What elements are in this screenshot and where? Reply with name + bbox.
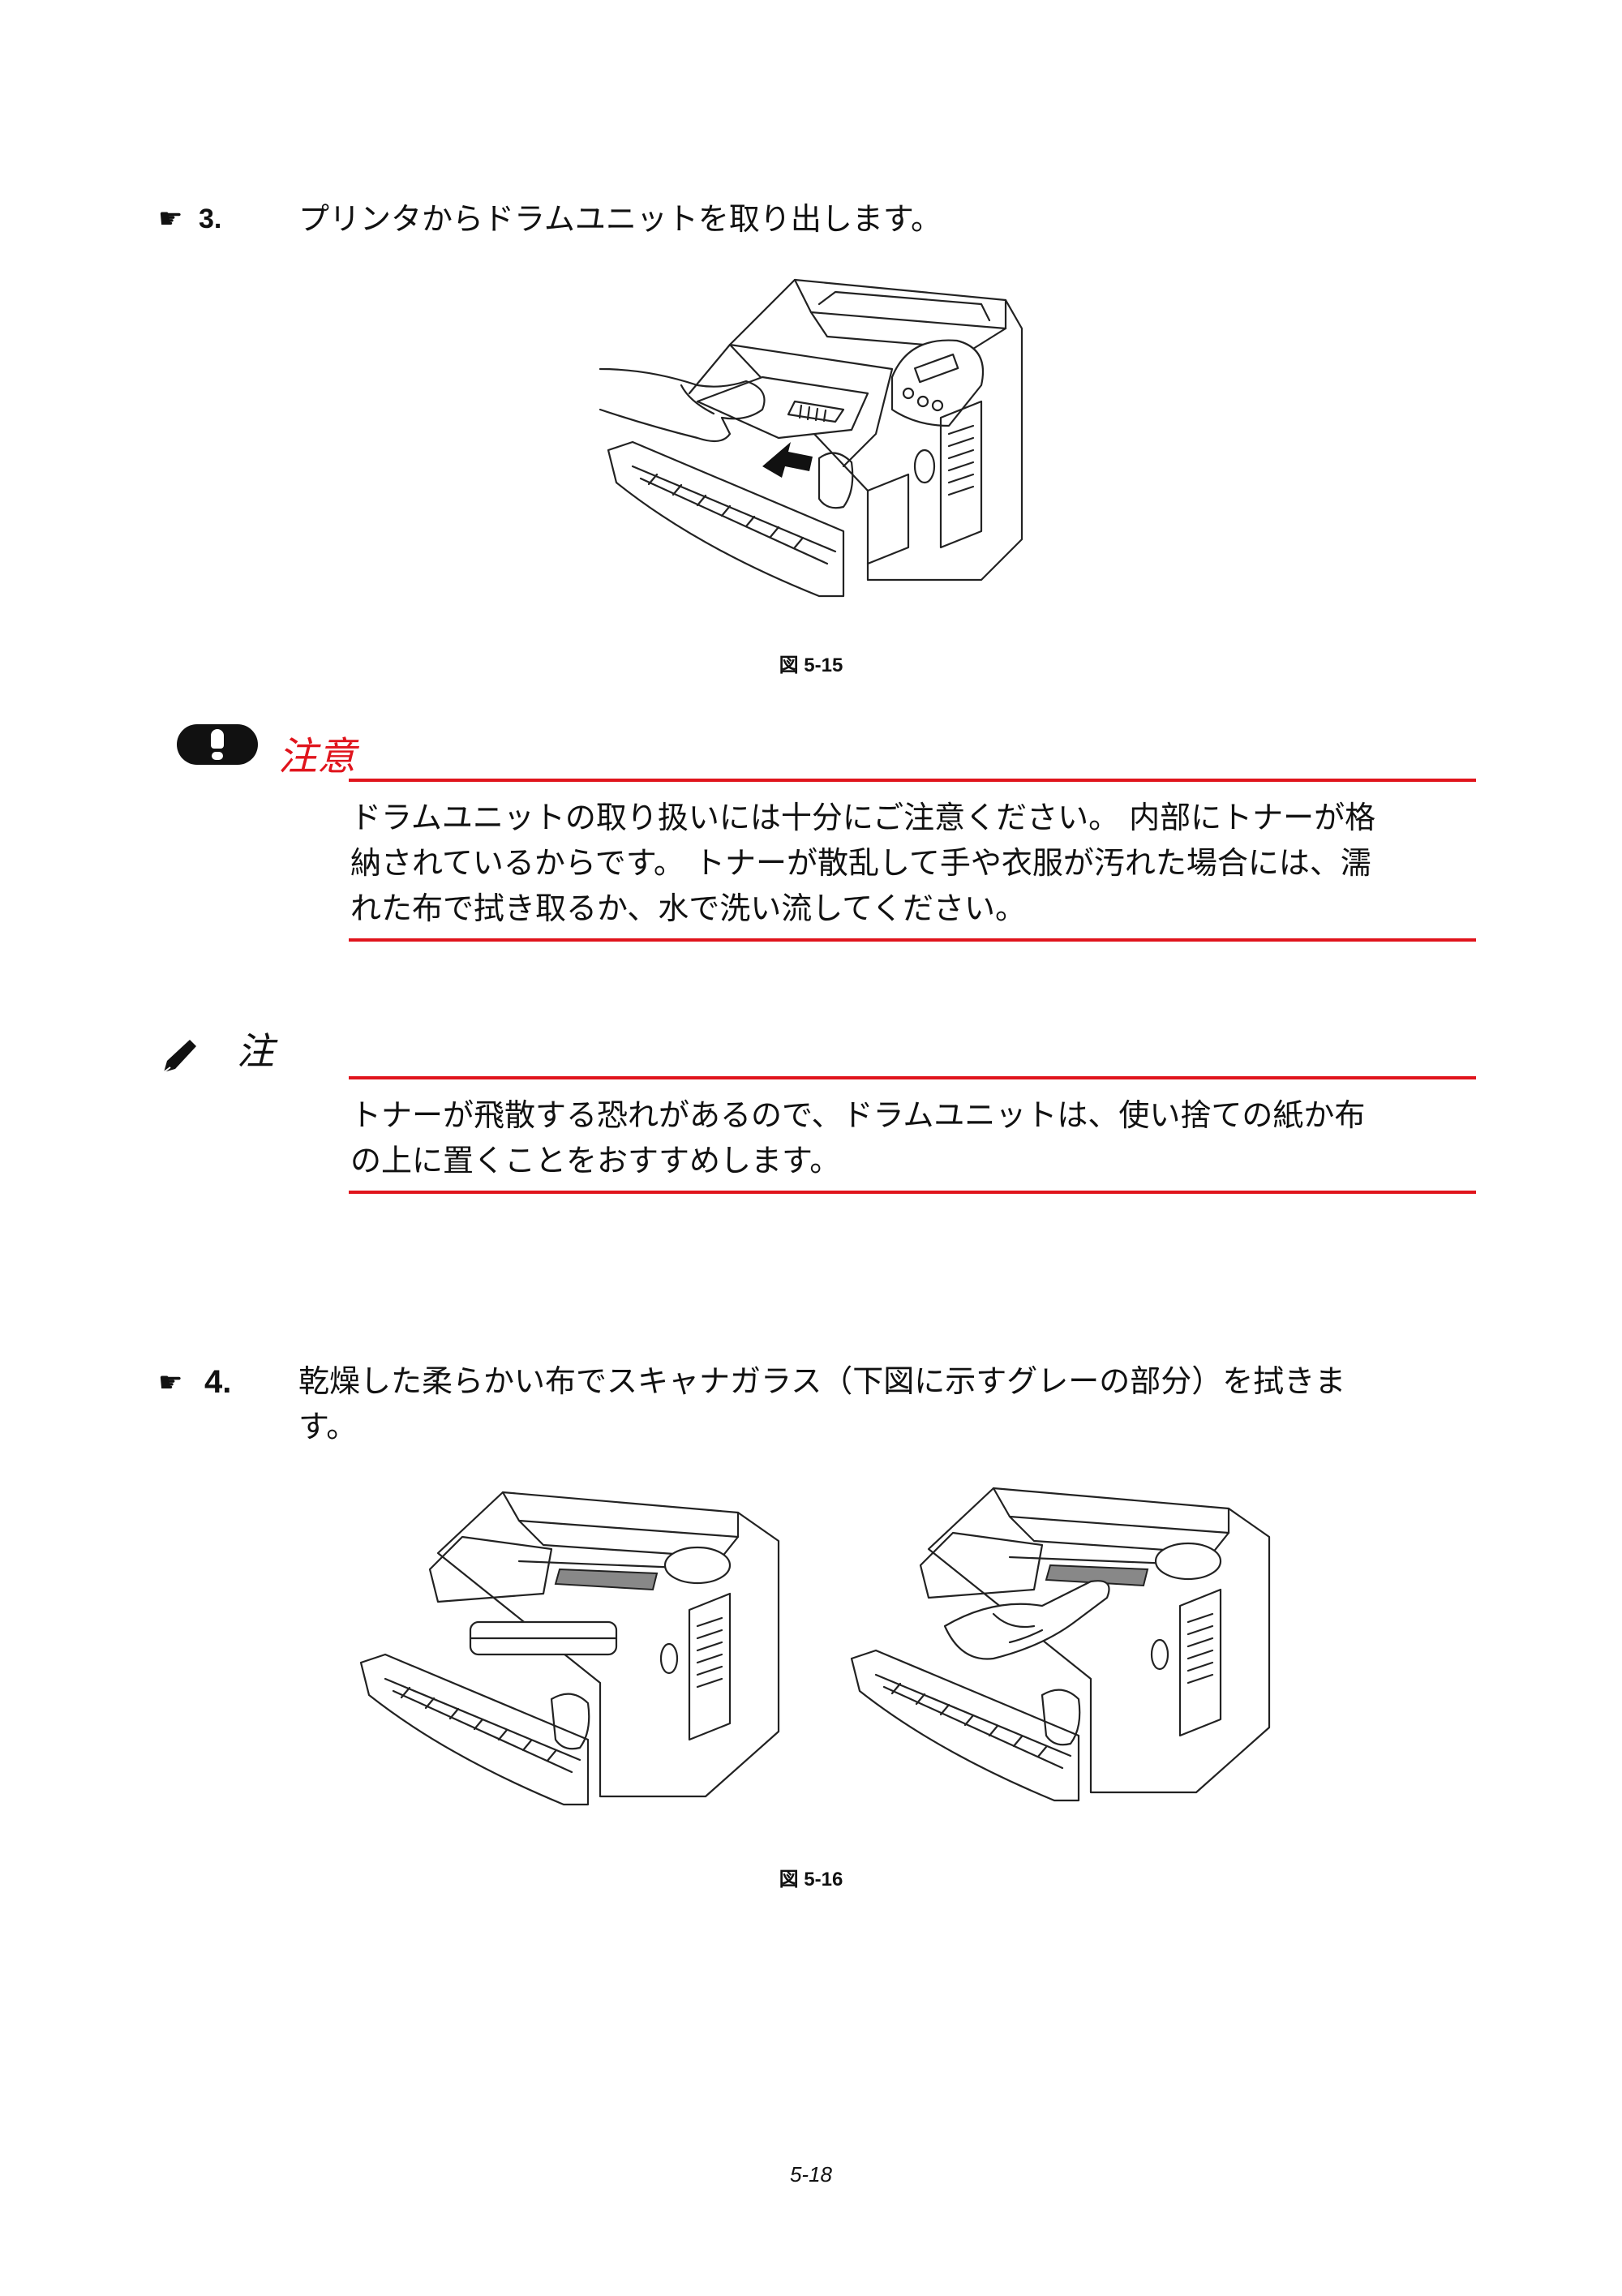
step-number: 3. [199, 204, 222, 234]
pen-icon [163, 1040, 196, 1073]
pointing-hand-icon: ☛ [158, 1367, 183, 1399]
note-bottom-rule [349, 1191, 1476, 1194]
pointing-hand-icon: ☛ [158, 203, 183, 235]
exclamation-icon [177, 724, 258, 765]
caution-line: ドラムユニットの取り扱いには十分にご注意ください。 内部にトナーが格 [350, 800, 1376, 835]
figure-caption: 図 5-16 [779, 1869, 843, 1890]
caution-title: 注意 [278, 736, 357, 779]
wiping-scanner-glass-illustration [850, 1487, 1271, 1802]
step-text-line: 乾燥した柔らかい布でスキャナガラス（下図に示すグレーの部分）を拭きま [298, 1363, 1346, 1399]
caution-body: ドラムユニットの取り扱いには十分にご注意ください。 内部にトナーが格 納されてい… [350, 795, 1486, 931]
step-text: プリンタからドラムユニットを取り出します。 [298, 201, 942, 237]
printer-scanner-glass-illustration [359, 1491, 780, 1806]
note-line: の上に置くことをおすすめします。 [350, 1143, 841, 1178]
caution-line: 納されているからです。 トナーが散乱して手や衣服が汚れた場合には、濡 [350, 845, 1371, 881]
caution-bottom-rule [349, 938, 1476, 942]
caution-top-rule [349, 779, 1476, 782]
step-text: 乾燥した柔らかい布でスキャナガラス（下図に示すグレーの部分）を拭きま す。 [298, 1358, 1483, 1449]
note-line: トナーが飛散する恐れがあるので、ドラムユニットは、使い捨ての紙か布 [350, 1097, 1366, 1133]
page-number: 5-18 [789, 2162, 833, 2187]
step-text-line: す。 [298, 1409, 358, 1444]
note-title: 注 [237, 1029, 274, 1073]
figure-caption: 図 5-15 [779, 654, 843, 676]
note-body: トナーが飛散する恐れがあるので、ドラムユニットは、使い捨ての紙か布 の上に置くこ… [350, 1092, 1486, 1183]
caution-line: れた布で拭き取るか、水で洗い流してください。 [350, 891, 1026, 926]
printer-drum-removal-illustration [599, 278, 1023, 598]
note-top-rule [349, 1076, 1476, 1079]
step-number: 4. [204, 1364, 232, 1400]
